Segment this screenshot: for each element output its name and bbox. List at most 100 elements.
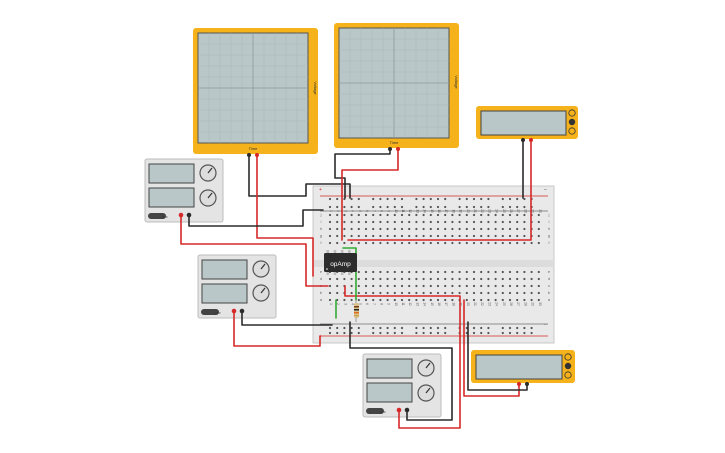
multimeter-2[interactable] (471, 350, 575, 383)
multimeter-1[interactable] (476, 106, 578, 139)
breadboard-hole (537, 291, 540, 295)
column-number: 30 (538, 302, 542, 306)
rail-hole (501, 205, 504, 209)
breadboard-hole (494, 270, 497, 274)
opamp-pins (326, 250, 351, 275)
rail-hole (436, 326, 440, 330)
breadboard-hole (530, 291, 533, 295)
breadboard-hole (487, 284, 490, 288)
wire-osc1-black[interactable] (248, 155, 351, 199)
column-number: 2 (336, 210, 340, 212)
breadboard-hole (328, 291, 332, 295)
breadboard-hole (415, 270, 418, 274)
rail-hole (472, 197, 476, 201)
breadboard-hole (516, 277, 519, 281)
breadboard-hole (516, 220, 519, 224)
breadboard-hole (472, 277, 476, 281)
breadboard-hole (436, 284, 440, 288)
breadboard-hole (328, 277, 332, 281)
rail-hole (422, 326, 425, 330)
wire-ps2-black[interactable] (241, 311, 333, 326)
breadboard-hole (328, 284, 332, 288)
multimeter-1-mode-r-button[interactable] (568, 127, 576, 135)
breadboard-hole (415, 277, 418, 281)
multimeter-2-mode-r-button[interactable] (564, 371, 572, 379)
breadboard-hole (400, 284, 404, 288)
breadboard-hole (422, 298, 425, 302)
breadboard-hole (501, 213, 504, 217)
rail-hole (350, 326, 353, 330)
column-number: 26 (509, 209, 513, 213)
power-supply-3-switch-label: OFF (380, 410, 386, 414)
breadboard-hole (444, 298, 447, 302)
rail-hole (415, 197, 418, 201)
breadboard-hole (422, 284, 425, 288)
wire-ps3-black[interactable] (349, 321, 453, 421)
breadboard-hole (379, 213, 382, 217)
column-number: 1 (329, 210, 333, 212)
breadboard-hole (487, 220, 490, 224)
breadboard-hole (537, 277, 540, 281)
wires[interactable] (180, 140, 532, 429)
breadboard-hole (386, 277, 389, 281)
multimeter-1-mode-v-button[interactable] (568, 118, 576, 126)
breadboard-hole (372, 234, 375, 238)
breadboard-hole (436, 213, 440, 217)
breadboard-hole (472, 220, 476, 224)
multimeter-2-mode-v-button[interactable] (564, 362, 572, 370)
wire-osc2-black[interactable] (334, 149, 391, 199)
rail-hole (516, 205, 519, 209)
breadboard-hole (364, 284, 368, 288)
breadboard-hole (465, 277, 468, 281)
breadboard-hole (501, 227, 504, 231)
breadboard-hole (372, 227, 375, 231)
breadboard-hole (465, 213, 468, 217)
wire-osc2-red[interactable] (341, 149, 399, 241)
breadboard-hole (328, 227, 332, 231)
breadboard-hole (537, 227, 540, 231)
wire-mm2-black[interactable] (467, 321, 528, 391)
column-number: 14 (423, 302, 427, 306)
breadboard-hole (429, 270, 432, 274)
opamp-chip[interactable]: opAmp (324, 250, 357, 275)
multimeter-1-mode-a-button[interactable] (568, 109, 576, 117)
power-supply-1[interactable]: OFF (144, 158, 224, 223)
power-supply-2-switch[interactable] (201, 309, 219, 315)
wire-feedback-green[interactable] (342, 247, 357, 301)
column-number: 14 (423, 209, 427, 213)
multimeter-2-mode-a-button[interactable] (564, 353, 572, 361)
column-number: 25 (502, 209, 506, 213)
rail-hole (487, 326, 490, 330)
power-supply-3-switch[interactable] (366, 408, 384, 414)
column-number: 24 (495, 209, 499, 213)
rail-hole (357, 205, 360, 209)
breadboard-hole (350, 234, 353, 238)
rail-hole (343, 331, 346, 335)
rail-hole (523, 326, 526, 330)
breadboard-hole (429, 277, 432, 281)
power-supply-1-switch[interactable] (148, 213, 166, 219)
row-letter: d (548, 277, 550, 281)
breadboard-hole (480, 277, 483, 281)
breadboard-hole (415, 220, 418, 224)
power-supply-2[interactable]: OFF (197, 254, 277, 319)
breadboard-hole (508, 213, 512, 217)
breadboard-hole (436, 270, 440, 274)
rail-hole (480, 197, 483, 201)
oscilloscope-2[interactable]: Time Voltage (334, 23, 459, 148)
breadboard-hole (408, 234, 411, 238)
resistor-1[interactable] (354, 300, 359, 322)
rail-minus-top: − (544, 187, 547, 193)
wire-ps1-black[interactable] (188, 209, 324, 227)
wire-ps2-red[interactable] (233, 311, 321, 347)
wire-ps3-red[interactable] (344, 285, 461, 429)
breadboard-hole (494, 220, 497, 224)
power-supply-3[interactable]: OFF (362, 353, 442, 418)
rail-hole (523, 331, 526, 335)
wire-mm1-red[interactable] (347, 140, 532, 241)
wire-osc1-red[interactable] (256, 155, 314, 277)
oscilloscope-1[interactable]: Time Voltage (193, 28, 318, 154)
wire-ps1-red[interactable] (180, 215, 329, 287)
column-number: 30 (538, 209, 542, 213)
